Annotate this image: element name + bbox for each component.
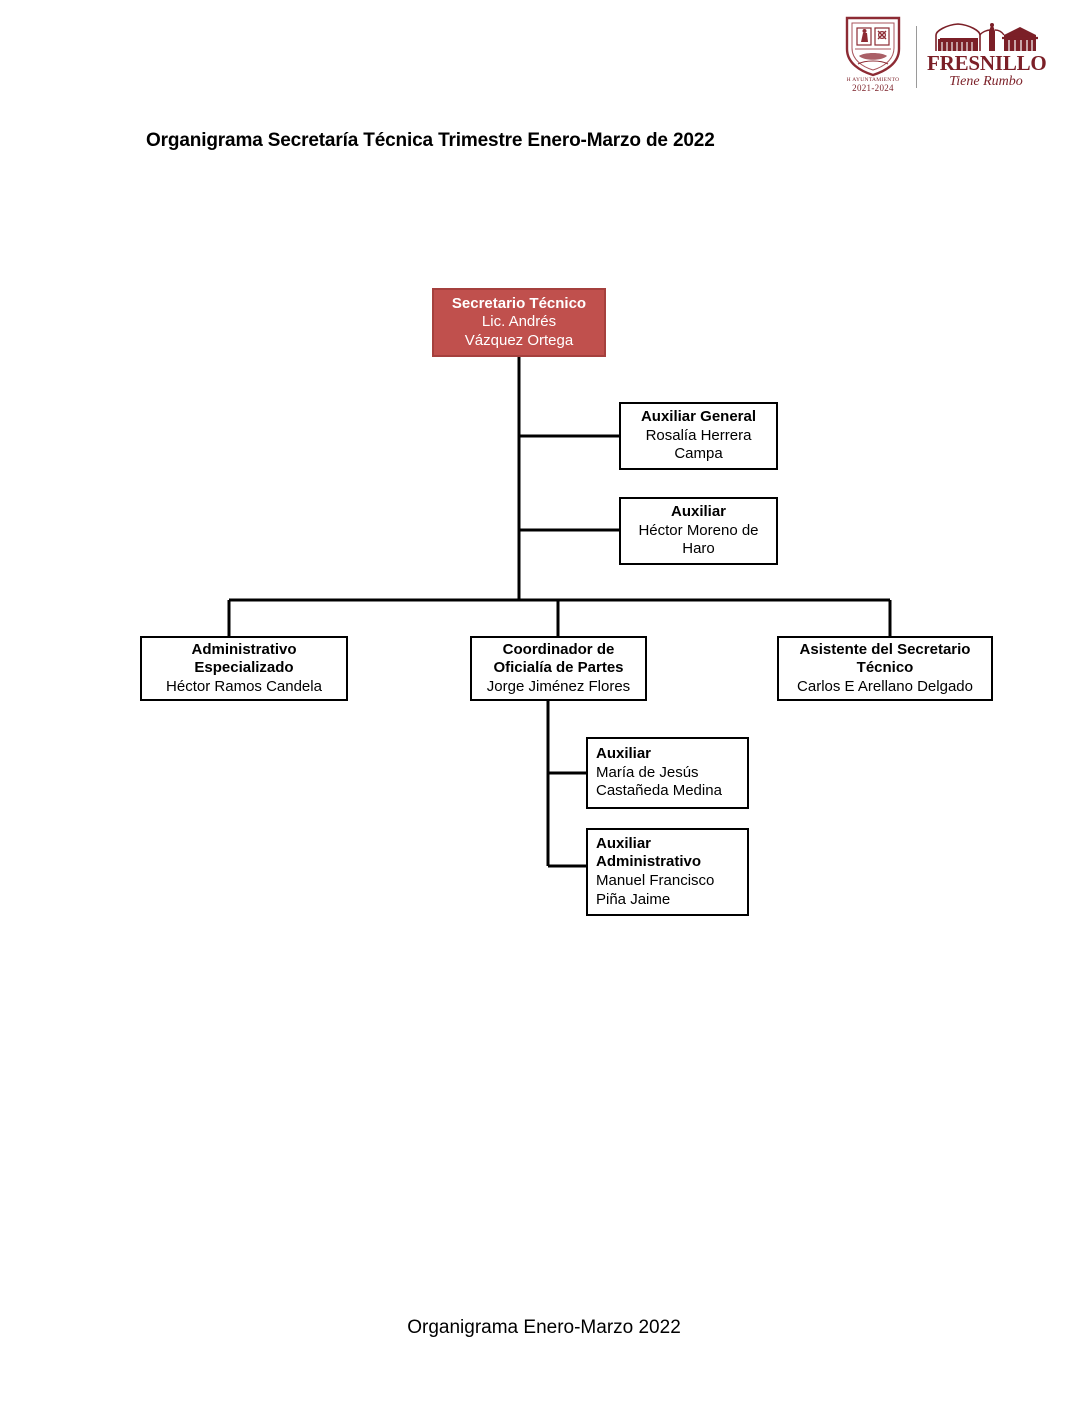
node-person-line2: Vázquez Ortega bbox=[464, 331, 574, 349]
node-administrativo-especializado[interactable]: Administrativo Especializado Héctor Ramo… bbox=[140, 636, 348, 701]
node-role: Secretario Técnico bbox=[451, 294, 587, 312]
node-role: Auxiliar bbox=[596, 745, 652, 763]
node-person-line1: Carlos E Arellano Delgado bbox=[797, 677, 973, 695]
node-person-line1: Jorge Jiménez Flores bbox=[486, 677, 631, 695]
node-role-line1: Asistente del Secretario bbox=[799, 640, 971, 658]
node-role-line1: Administrativo bbox=[191, 640, 297, 658]
crest-caption-line2: 2021-2024 bbox=[852, 82, 894, 93]
node-person-line1: María de Jesús bbox=[596, 763, 699, 781]
wordmark-tagline: Tiene Rumbo bbox=[949, 74, 1023, 89]
header-logo: H AYUNTAMIENTO 2021-2024 bbox=[836, 14, 1048, 100]
crest-caption-line1: H AYUNTAMIENTO bbox=[846, 77, 900, 83]
crest-caption: H AYUNTAMIENTO 2021-2024 bbox=[846, 77, 900, 93]
node-person-line1: Héctor Ramos Candela bbox=[166, 677, 322, 695]
node-role-line2: Técnico bbox=[856, 659, 914, 677]
node-role-line2: Especializado bbox=[194, 659, 294, 677]
node-role-line1: Coordinador de bbox=[502, 640, 615, 658]
node-person-line1: Héctor Moreno de bbox=[638, 521, 759, 539]
node-coordinador-oficialia-de-partes[interactable]: Coordinador de Oficialía de Partes Jorge… bbox=[470, 636, 647, 701]
municipal-crest-icon: H AYUNTAMIENTO 2021-2024 bbox=[836, 15, 910, 99]
wordmark-text: FRESNILLO bbox=[927, 51, 1047, 75]
node-auxiliar-general[interactable]: Auxiliar General Rosalía Herrera Campa bbox=[619, 402, 778, 470]
page-title: Organigrama Secretaría Técnica Trimestre… bbox=[146, 130, 715, 151]
node-asistente-del-secretario-tecnico[interactable]: Asistente del Secretario Técnico Carlos … bbox=[777, 636, 993, 701]
node-role-line2: Oficialía de Partes bbox=[493, 659, 624, 677]
node-role: Auxiliar General bbox=[640, 408, 757, 426]
fresnillo-wordmark: FRESNILLO Tiene Rumbo bbox=[927, 17, 1047, 97]
node-person-line2: Castañeda Medina bbox=[596, 782, 722, 800]
node-auxiliar-administrativo[interactable]: Auxiliar Administrativo Manuel Francisco… bbox=[586, 828, 749, 916]
skyline-icon bbox=[932, 21, 1040, 60]
node-secretario-tecnico[interactable]: Secretario Técnico Lic. Andrés Vázquez O… bbox=[432, 288, 606, 357]
node-auxiliar-hector-moreno[interactable]: Auxiliar Héctor Moreno de Haro bbox=[619, 497, 778, 565]
node-person-line1: Manuel Francisco bbox=[596, 872, 715, 889]
node-person-line1: Rosalía Herrera bbox=[645, 426, 752, 444]
node-person-line2: Haro bbox=[682, 540, 715, 558]
node-auxiliar-maria-de-jesus[interactable]: Auxiliar María de Jesús Castañeda Medina bbox=[586, 737, 749, 809]
node-person-line1: Lic. Andrés bbox=[481, 313, 557, 331]
node-role-line1: Auxiliar bbox=[596, 834, 652, 852]
shield-icon bbox=[844, 15, 902, 77]
node-person-line2: Campa bbox=[674, 445, 723, 463]
node-person-line2: Piña Jaime bbox=[596, 890, 671, 908]
logo-divider bbox=[916, 26, 917, 88]
node-role: Auxiliar bbox=[670, 503, 727, 521]
page-footer: Organigrama Enero-Marzo 2022 bbox=[407, 1317, 681, 1338]
node-role-line2: Administrativo bbox=[596, 853, 702, 871]
